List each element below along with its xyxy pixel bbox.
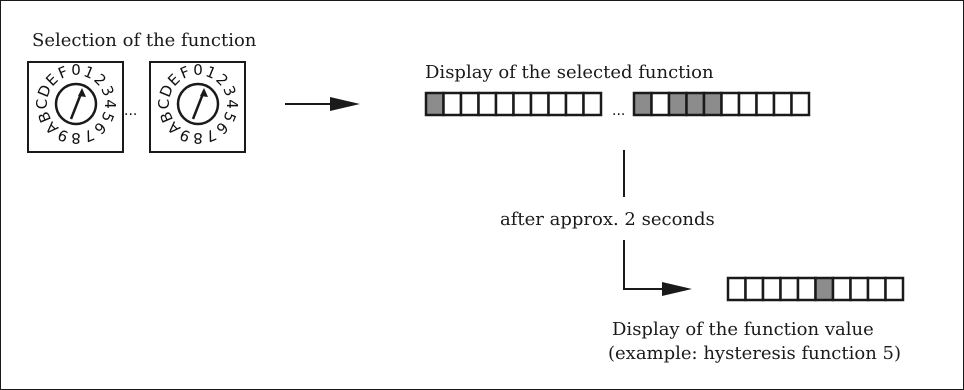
display-segment [702,91,723,117]
display-segment [779,276,800,302]
display-selected-label: Display of the selected function [425,62,714,83]
display-segment [884,276,905,302]
selection-label: Selection of the function [32,30,257,51]
display-segment [849,276,870,302]
display-segment [814,276,835,302]
display-segment [650,91,671,117]
display-segment [726,276,747,302]
switch-1-pointer-head [78,88,86,97]
display-value-label: Display of the function value [612,319,874,340]
display-segment [564,91,585,117]
display-segment [744,276,765,302]
dial-char-4: 4 [101,99,119,109]
dial-char-0: 0 [71,61,81,79]
display-segment [547,91,568,117]
display-segment [442,91,463,117]
arrow-to-display-head [330,97,360,111]
dial-char-8: 8 [193,129,203,147]
function-value-display [726,276,905,302]
display-segment [685,91,706,117]
display-segment [772,91,793,117]
display-segment [512,91,533,117]
display-segment [737,91,758,117]
display-value-example-label: (example: hysteresis function 5) [608,343,901,364]
dial-char-C: C [33,99,51,109]
display-segment [866,276,887,302]
dial-char-4: 4 [223,99,241,109]
display-segment [720,91,741,117]
selected-display-left [424,91,603,117]
display-segment [582,91,603,117]
display-segment [755,91,776,117]
dial-char-C: C [155,99,173,109]
connector-arrow-head [662,282,692,296]
selected-display-ellipsis: ... [612,103,625,119]
display-segment [831,276,852,302]
display-segment [494,91,515,117]
display-segment [667,91,688,117]
display-segment [790,91,811,117]
dial-char-8: 8 [71,129,81,147]
after-delay-label: after approx. 2 seconds [500,209,715,230]
display-segment [459,91,480,117]
display-segment [796,276,817,302]
display-segment [477,91,498,117]
display-segment [529,91,550,117]
dial-char-0: 0 [193,61,203,79]
display-segment [761,276,782,302]
switch-1-housing [27,61,124,153]
selected-display-right [632,91,811,117]
display-segment [632,91,653,117]
switch-2-pointer-head [200,88,208,97]
switch-ellipsis: ... [124,103,137,119]
display-segment [424,91,445,117]
